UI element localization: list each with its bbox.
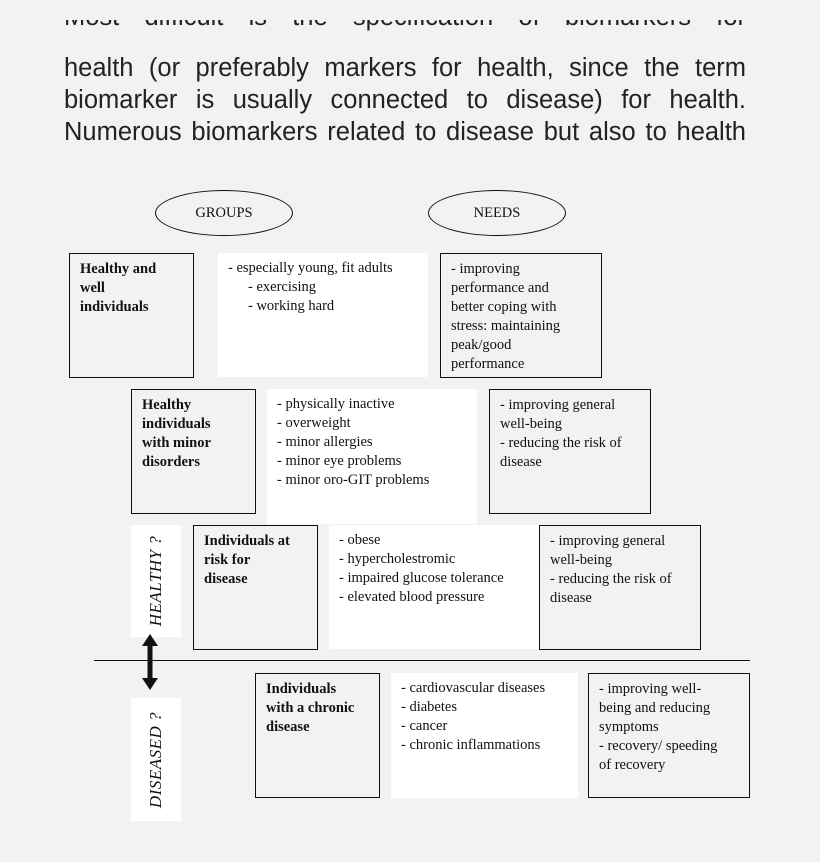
needs-header-oval: NEEDS: [428, 190, 566, 236]
needs-box-minor-disorders: - improving general well-being - reducin…: [489, 389, 651, 514]
paragraph-line-cut: Most difficult is the specification of b…: [64, 20, 746, 50]
paragraph-line: biomarker is usually connected to diseas…: [64, 86, 746, 114]
group-box-at-risk: Individuals at risk for disease: [193, 525, 318, 650]
examples-box-minor-disorders: - physically inactive - overweight - min…: [267, 389, 477, 524]
paragraph-line: Numerous biomarkers related to disease b…: [64, 118, 746, 146]
groups-header-oval: GROUPS: [155, 190, 293, 236]
examples-box-healthy-well: - especially young, fit adults - exercis…: [218, 253, 428, 377]
needs-box-chronic: - improving well- being and reducing sym…: [588, 673, 750, 798]
needs-box-at-risk: - improving general well-being - reducin…: [539, 525, 701, 650]
paragraph-line: health (or preferably markers for health…: [64, 54, 746, 82]
examples-box-at-risk: - obese - hypercholestromic - impaired g…: [329, 525, 539, 649]
healthy-axis-label: HEALTHY ?: [131, 525, 181, 637]
double-arrow-icon: [142, 634, 158, 690]
needs-box-healthy-well: - improving performance and better copin…: [440, 253, 602, 378]
healthy-diseased-divider: [94, 660, 750, 661]
group-box-chronic: Individuals with a chronic disease: [255, 673, 380, 798]
group-box-healthy-well: Healthy and well individuals: [69, 253, 194, 378]
group-box-minor-disorders: Healthy individuals with minor disorders: [131, 389, 256, 514]
examples-box-chronic: - cardiovascular diseases - diabetes - c…: [391, 673, 578, 798]
diseased-axis-label: DISEASED ?: [131, 698, 181, 821]
